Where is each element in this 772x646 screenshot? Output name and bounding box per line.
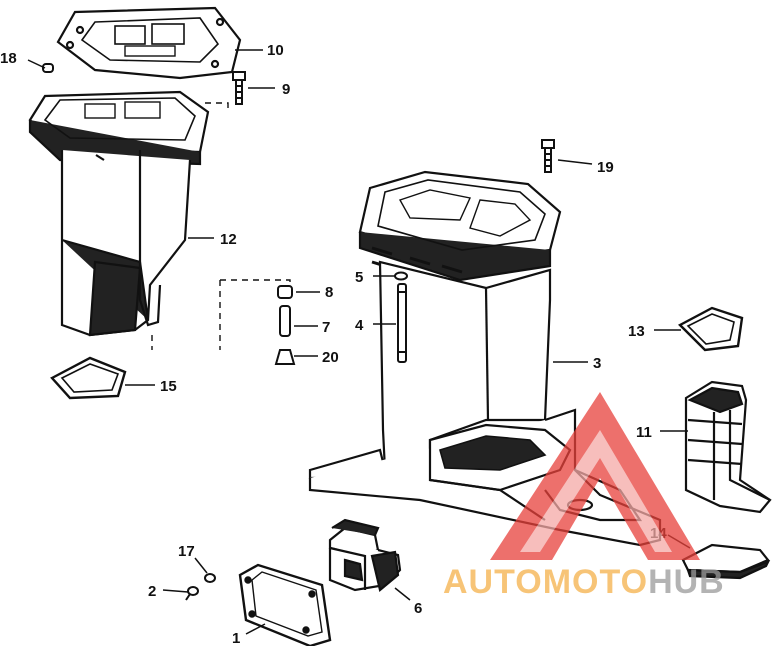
callout-18: 18 (0, 50, 17, 67)
callout-7: 7 (322, 319, 330, 336)
part-2-screw (185, 586, 199, 601)
callout-1: 1 (232, 630, 240, 646)
part-1-cover (238, 563, 332, 646)
callout-20: 20 (322, 349, 339, 366)
leader-lines (27, 49, 691, 635)
part-13-gasket (678, 306, 744, 352)
part-9-bolt (232, 71, 246, 105)
part-10-gasket (56, 6, 242, 80)
part-18-pin (42, 63, 54, 73)
callout-19: 19 (597, 159, 614, 176)
part-15-gasket (50, 356, 127, 400)
part-6-mount (328, 518, 402, 592)
part-8-bushing (277, 285, 293, 299)
part-4-stud (397, 283, 407, 363)
part-17-washer (204, 573, 216, 583)
callout-10: 10 (267, 42, 284, 59)
part-20-cap (274, 349, 296, 365)
part-14-plate (681, 543, 771, 580)
callout-13: 13 (628, 323, 645, 340)
watermark-text-hub: HUB (648, 563, 725, 601)
callout-4: 4 (355, 317, 364, 334)
callout-8: 8 (325, 284, 333, 301)
automotohub-watermark: AUTOMOTOHUB (443, 392, 725, 601)
watermark-triangle (490, 392, 700, 560)
svg-text:AUTOMOTOHUB: AUTOMOTOHUB (443, 563, 725, 601)
part-7-dowel (279, 305, 291, 337)
part-19-bolt (541, 139, 555, 173)
callout-6: 6 (414, 600, 422, 617)
callout-2: 2 (148, 583, 156, 600)
part-12-adapter-housing (28, 90, 210, 337)
callout-15: 15 (160, 378, 177, 395)
callout-17: 17 (178, 543, 195, 560)
callout-5: 5 (355, 269, 363, 286)
watermark-text-auto: AUTOMOTO (443, 563, 648, 601)
callout-3: 3 (593, 355, 601, 372)
callout-11: 11 (636, 424, 652, 441)
dashed-guide-lines (151, 102, 291, 350)
part-5-washer (394, 271, 408, 281)
callout-12: 12 (220, 231, 237, 248)
part-11-exhaust-tube (684, 380, 772, 514)
callout-9: 9 (282, 81, 290, 98)
